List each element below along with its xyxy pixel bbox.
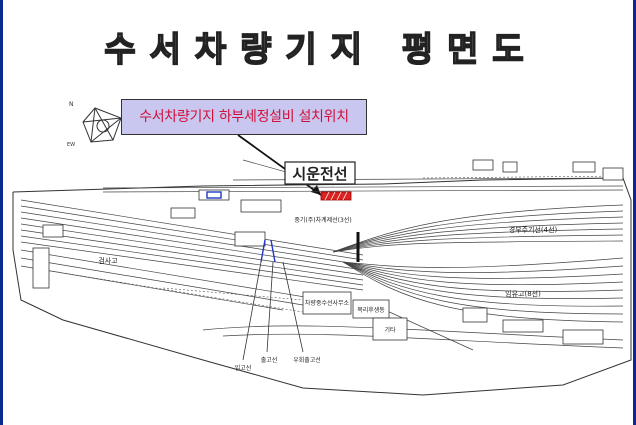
installation-callout-box: 수서차량기지 하부세정설비 설치위치	[121, 99, 367, 135]
track-lines	[20, 159, 624, 351]
plan-title: 수서차량기지 평면도	[104, 29, 538, 71]
svg-text:N: N	[69, 101, 74, 108]
label-shed-center: 중기(주)차계제선(3선)	[294, 216, 351, 224]
blue-track-markers	[206, 191, 276, 263]
buildings	[32, 159, 624, 345]
svg-text:EW: EW	[67, 142, 75, 148]
label-building-b: 복리후생동	[357, 306, 385, 314]
ruler-lines	[32, 175, 624, 313]
label-bottom-1: 입고선	[235, 364, 252, 372]
label-lower-right: 임유고(8선)	[505, 289, 541, 298]
label-upper-right: 경부주기선(4선)	[509, 225, 558, 234]
label-left-big: 검사고	[98, 256, 118, 265]
yard-boundary	[12, 177, 632, 396]
installation-marker	[320, 191, 352, 201]
label-building-a: 차량중수선사무소	[305, 299, 350, 307]
test-run-line-label: 시운전선	[292, 165, 347, 183]
label-building-c: 기타	[384, 326, 396, 334]
north-arrow-compass-icon: N EW	[67, 101, 122, 148]
bottom-leader-lines	[242, 261, 304, 361]
label-bottom-3: 우회출고선	[293, 356, 321, 364]
label-bottom-2: 출고선	[261, 356, 278, 364]
yard-plan-drawing: N EW	[12, 101, 632, 396]
test-run-line-box	[284, 161, 356, 185]
